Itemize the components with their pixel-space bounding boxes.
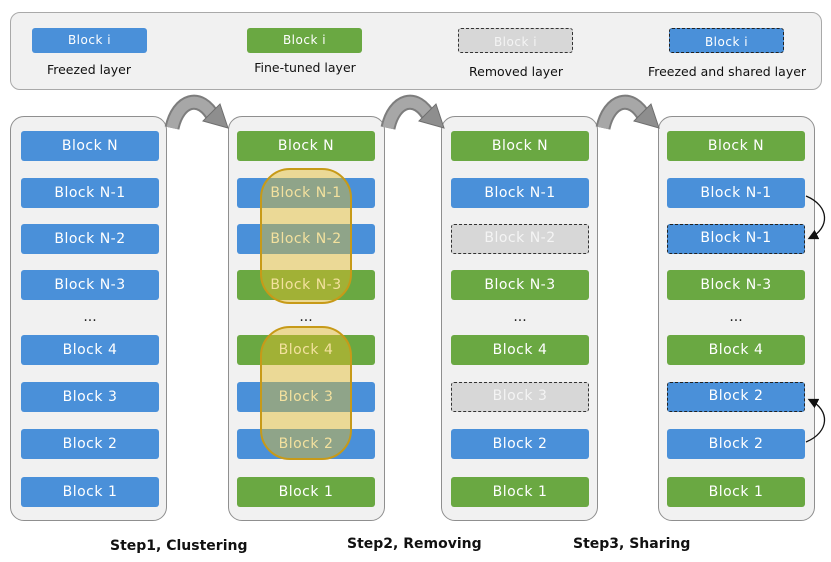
block-tuned: Block N-3: [667, 270, 805, 300]
block-frozen: Block 3: [21, 382, 159, 412]
block-tuned: Block 1: [667, 477, 805, 507]
block-frozen: Block N-1: [667, 178, 805, 208]
block-frozen: Block N-1: [451, 178, 589, 208]
share-arrow-lower: [805, 398, 826, 443]
block-frozen: Block 2: [21, 429, 159, 459]
block-frozen: Block 4: [21, 335, 159, 365]
legend-caption-shared: Freezed and shared layer: [647, 64, 807, 79]
block-frozen: Block N: [21, 131, 159, 161]
step-label-clustering: Step1, Clustering: [110, 538, 248, 554]
block-frozen: Block N-3: [21, 270, 159, 300]
legend: Block i Freezed layer Block i Fine-tuned…: [10, 12, 822, 90]
step-arrow-1: [164, 94, 229, 131]
block-tuned: Block N-3: [451, 270, 589, 300]
share-arrow-upper: [805, 195, 826, 240]
legend-block-tuned: Block i: [247, 28, 362, 53]
block-frozen: Block 2: [667, 429, 805, 459]
step-arrow-2: [380, 94, 445, 131]
block-tuned: Block 1: [237, 477, 375, 507]
block-tuned: Block 4: [451, 335, 589, 365]
block-tuned: Block N: [451, 131, 589, 161]
legend-caption-frozen: Freezed layer: [46, 62, 132, 77]
block-shared: Block N-1: [667, 224, 805, 254]
block-shared: Block 2: [667, 382, 805, 412]
step-label-sharing: Step3, Sharing: [573, 536, 691, 552]
legend-caption-removed: Removed layer: [469, 64, 563, 79]
cluster-lower: [260, 326, 352, 460]
ellipsis: ...: [729, 309, 743, 325]
block-tuned: Block N: [237, 131, 375, 161]
legend-item-shared: Block i Freezed and shared layer: [648, 28, 831, 88]
legend-block-shared: Block i: [669, 28, 784, 53]
ellipsis: ...: [83, 309, 97, 325]
ellipsis: ...: [299, 309, 313, 325]
step-label-removing: Step2, Removing: [347, 536, 482, 552]
block-tuned: Block N: [667, 131, 805, 161]
block-removed: Block 3: [451, 382, 589, 412]
block-frozen: Block N-1: [21, 178, 159, 208]
ellipsis: ...: [513, 309, 527, 325]
block-frozen: Block N-2: [21, 224, 159, 254]
legend-block-removed: Block i: [458, 28, 573, 53]
block-tuned: Block 1: [451, 477, 589, 507]
legend-item-frozen: Block i Freezed layer: [11, 28, 211, 88]
legend-item-tuned: Block i Fine-tuned layer: [247, 28, 447, 88]
legend-item-removed: Block i Removed layer: [458, 28, 658, 88]
step-arrow-3: [595, 94, 660, 131]
block-removed: Block N-2: [451, 224, 589, 254]
block-tuned: Block 4: [667, 335, 805, 365]
legend-caption-tuned: Fine-tuned layer: [254, 60, 356, 75]
legend-block-frozen: Block i: [32, 28, 147, 53]
block-frozen: Block 1: [21, 477, 159, 507]
block-frozen: Block 2: [451, 429, 589, 459]
cluster-upper: [260, 168, 352, 304]
